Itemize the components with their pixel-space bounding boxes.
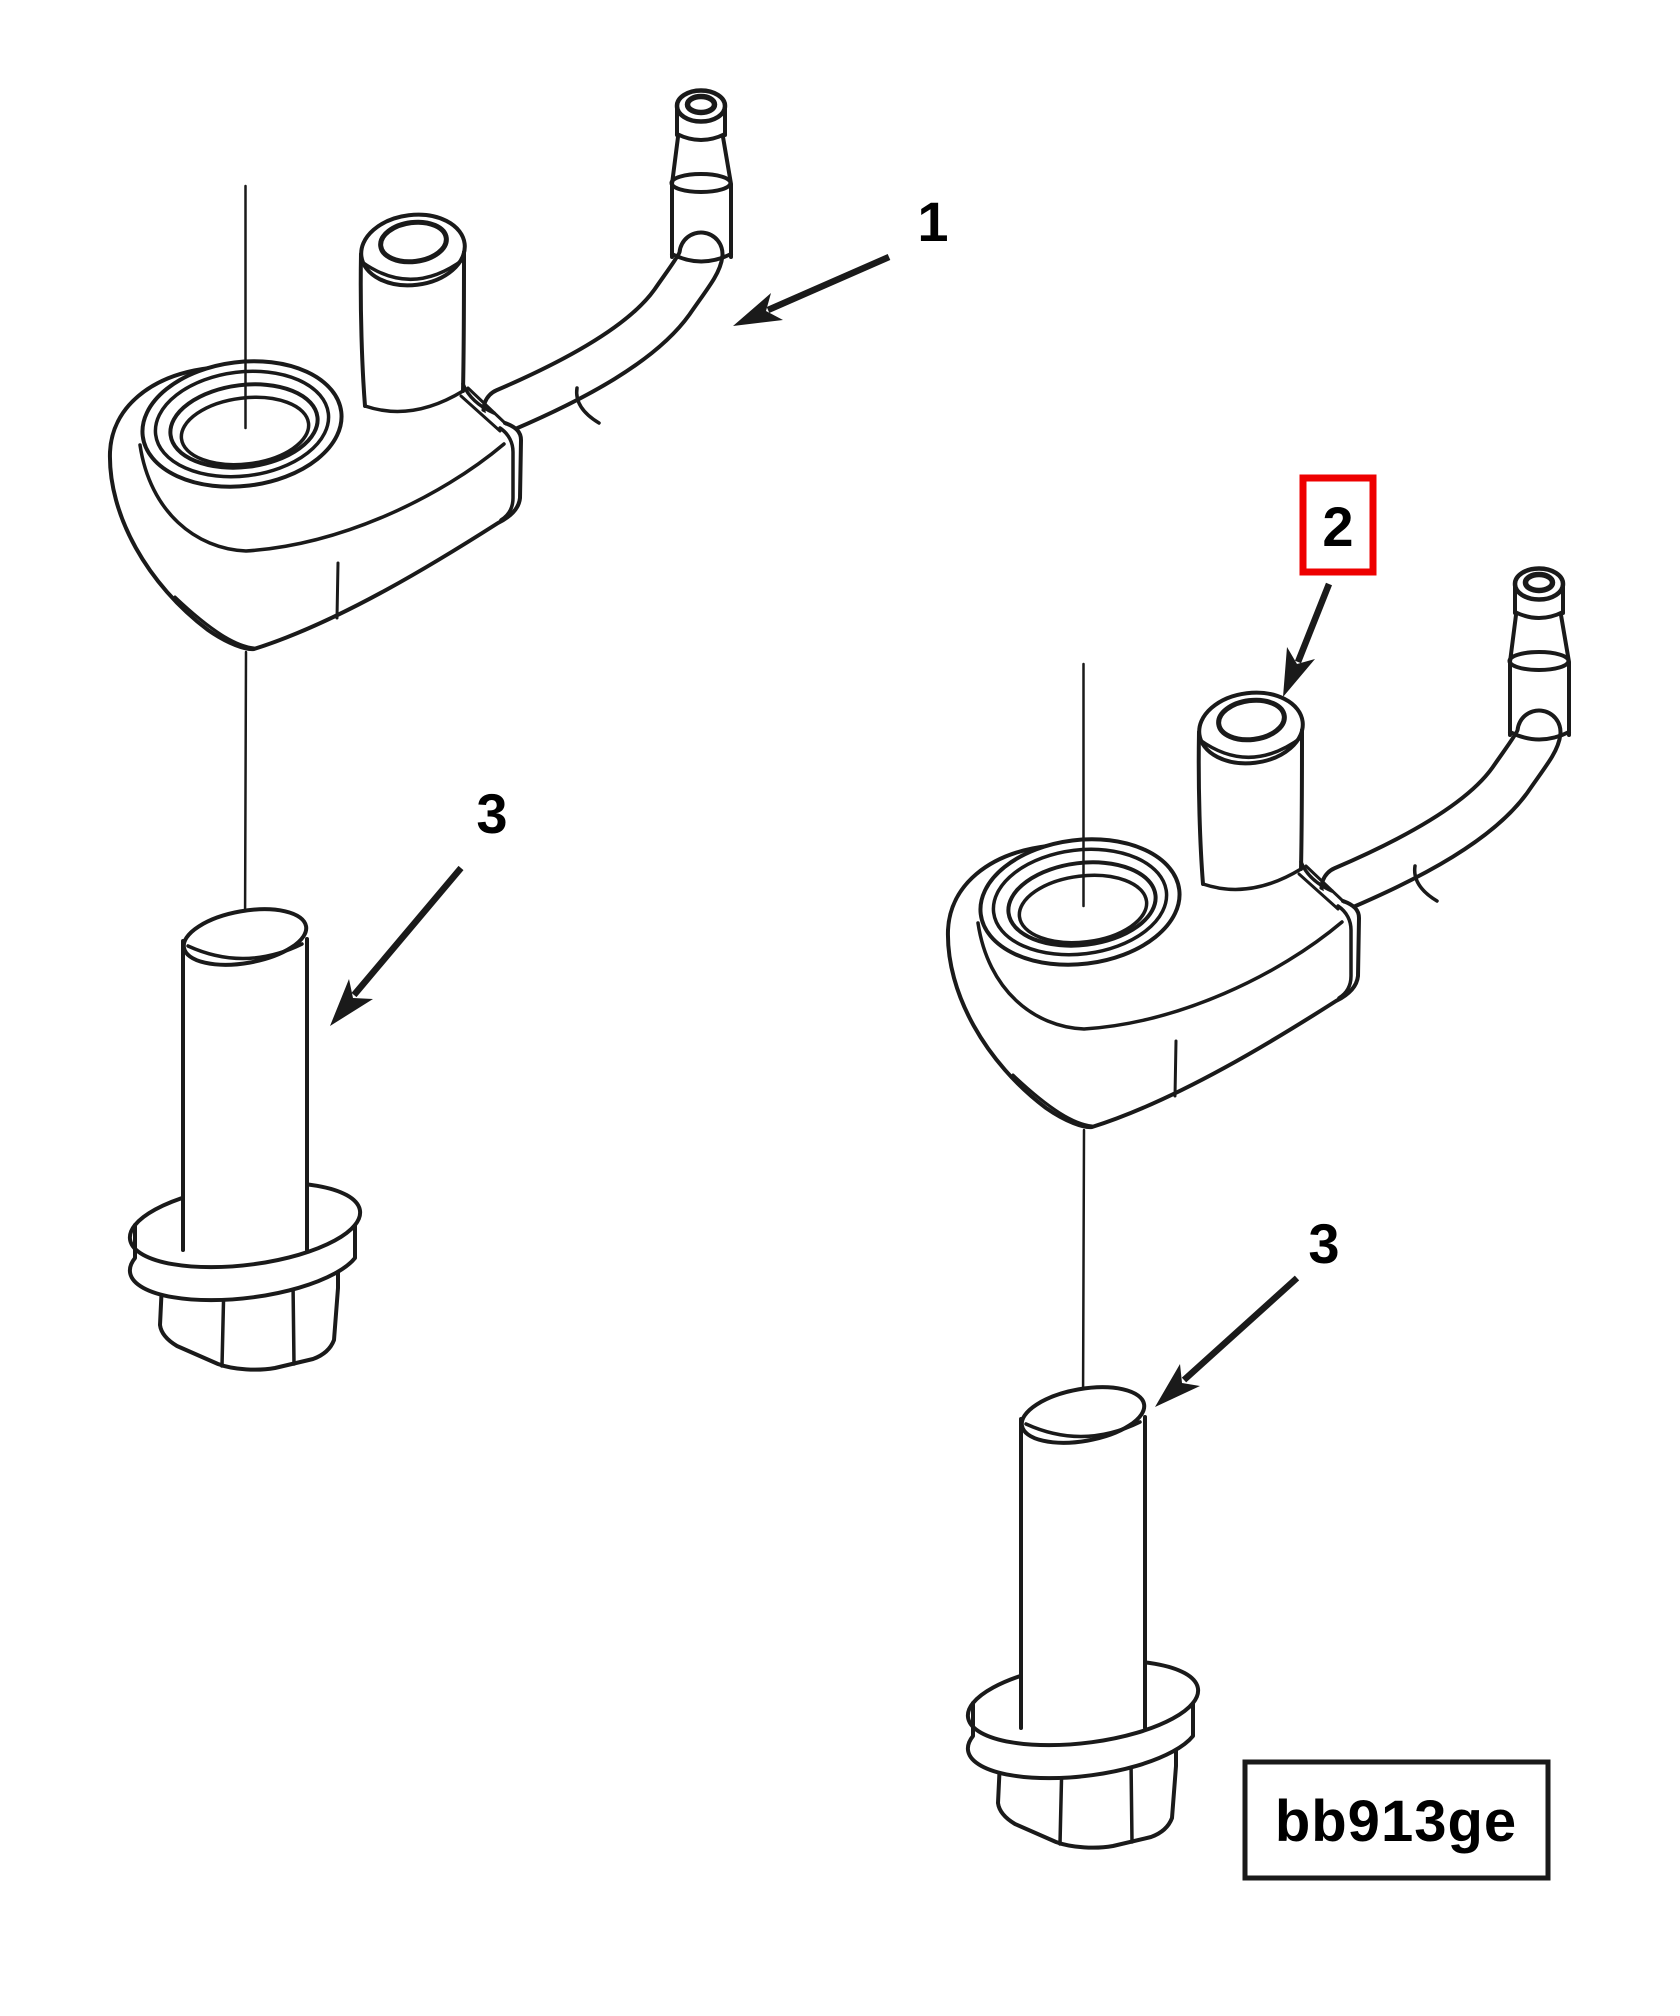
callout-2-highlight-box (1299, 474, 1377, 576)
figure-code-box (1242, 1759, 1551, 1881)
callout-1-arrowhead-icon (733, 293, 783, 326)
callout-1-label: 1 (917, 190, 948, 253)
callout-2-arrow-shaft (1294, 582, 1333, 664)
callout-2: 2 (1283, 474, 1377, 697)
callout-1-arrow-shaft (766, 254, 891, 313)
callout-2-label: 2 (1322, 495, 1353, 558)
callout-1: 1 (733, 190, 949, 326)
callout-3-right-label: 3 (1308, 1212, 1339, 1275)
callout-3-left-arrow-shaft (351, 865, 464, 998)
callout-3-right: 3 (1155, 1212, 1340, 1407)
callout-3-left-label: 3 (476, 782, 507, 845)
figure-code-label: bb913ge (1275, 1789, 1517, 1854)
figure-code: bb913ge (1242, 1759, 1551, 1881)
callout-3-right-arrowhead-icon (1155, 1364, 1200, 1407)
callout-3-right-arrow-shaft (1181, 1275, 1300, 1383)
part-2-fitting-assembly (948, 569, 1569, 1848)
callout-3-left-arrowhead-icon (330, 979, 373, 1026)
part-1-fitting-assembly (110, 91, 731, 1370)
callout-2-arrowhead-icon (1283, 647, 1315, 697)
callout-3-left: 3 (330, 782, 508, 1026)
